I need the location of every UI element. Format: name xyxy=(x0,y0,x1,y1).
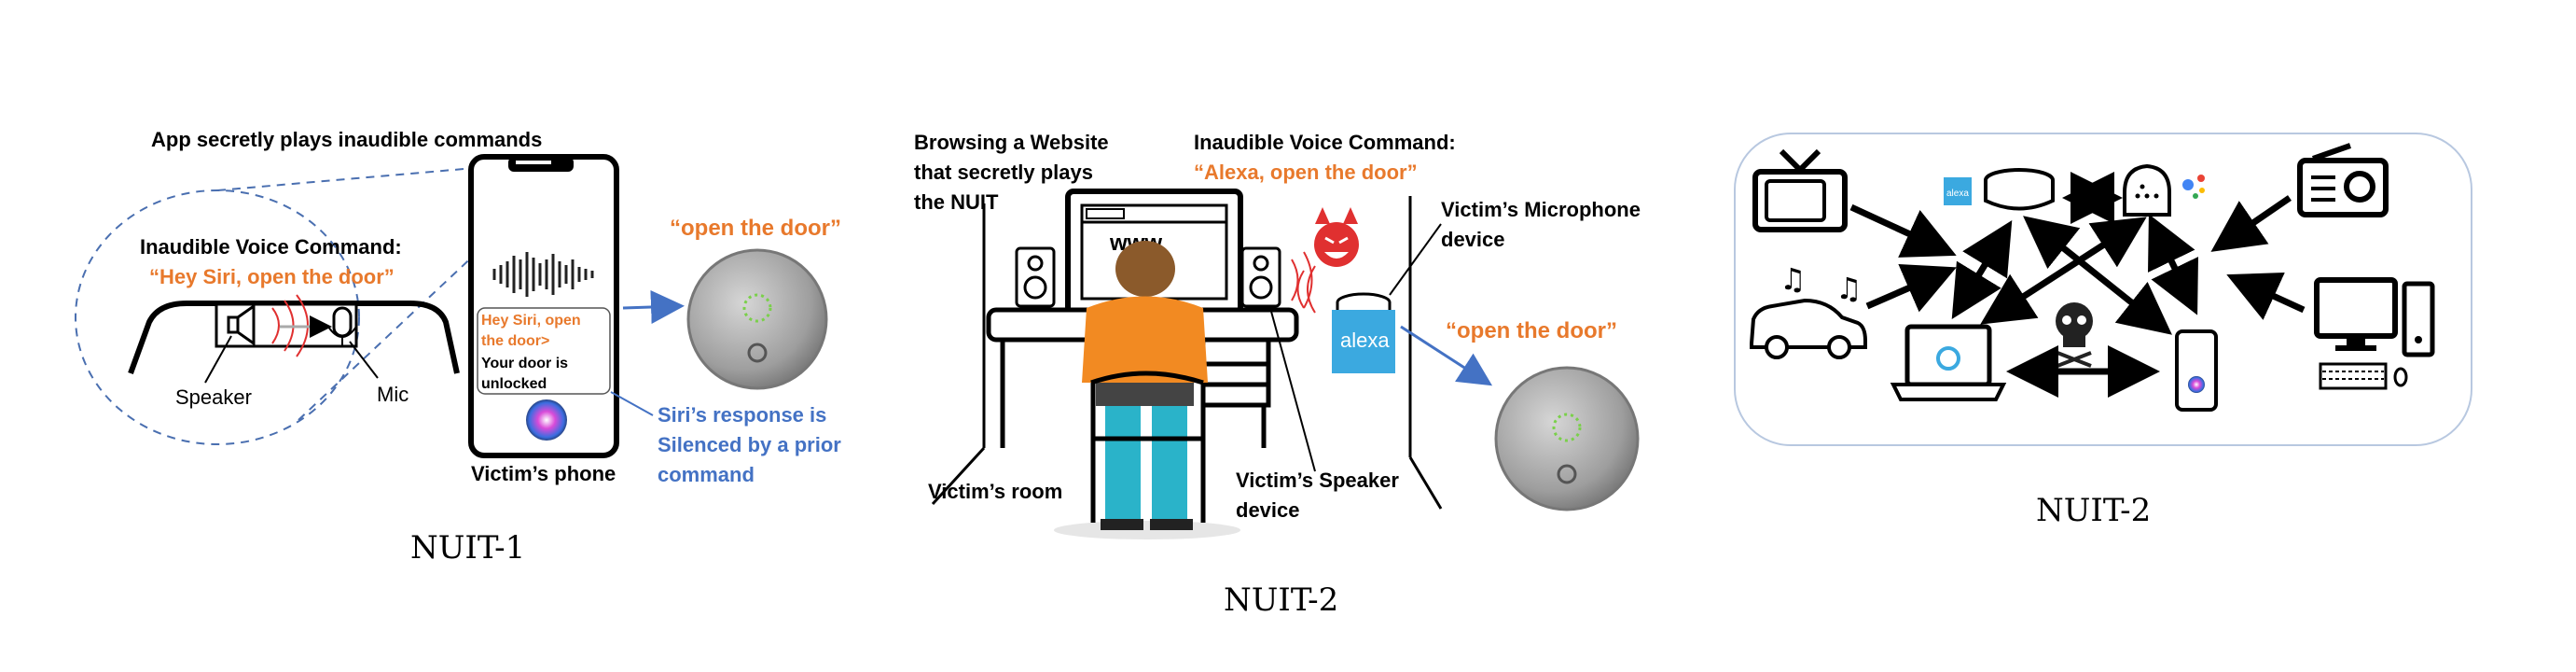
panel-nuit-2-room: Browsing a Website that secretly plays t… xyxy=(914,131,1646,619)
alexa-logo-text: alexa xyxy=(1340,329,1390,352)
sound-wave-1 xyxy=(271,307,280,344)
echo-dot-icon xyxy=(1984,168,2055,211)
alexa-badge-icon xyxy=(1944,177,1972,205)
car-to-hub-arrow xyxy=(1865,264,1957,313)
loudspeaker-icon xyxy=(1015,246,1056,308)
alexa-logo-icon xyxy=(1332,310,1395,373)
siri-note: Siri’s response is Silenced by a prior c… xyxy=(658,403,847,486)
radio-to-hub-arrow xyxy=(2210,195,2292,252)
microphone-icon xyxy=(327,306,357,347)
google-home-icon xyxy=(2123,163,2171,217)
audio-waveform xyxy=(492,252,594,297)
car-icon xyxy=(1750,298,1867,359)
mic-label: Mic xyxy=(377,383,409,406)
chat-request: Hey Siri, open the door> xyxy=(481,313,585,349)
panel2-lock-quote: “open the door” xyxy=(1446,318,1617,343)
laptop-icon xyxy=(1890,324,2007,401)
google-laptop-link xyxy=(1980,217,2147,325)
mic-device-pointer xyxy=(1389,223,1442,296)
panel-nuit-1: App secretly plays inaudible commands In… xyxy=(75,128,847,567)
tv-icon xyxy=(1752,148,1848,232)
smart-lock-icon xyxy=(686,248,828,390)
caption-nuit-2-network: NUIT-2 xyxy=(2036,492,2151,529)
google-phone-link xyxy=(2148,214,2198,315)
tv-to-hub-arrow xyxy=(1849,203,1957,258)
mic-pointer xyxy=(349,341,379,379)
speaker-device-label: Victim’s Speaker device xyxy=(1236,469,1405,522)
panel1-title: App secretly plays inaudible commands xyxy=(151,128,542,151)
panel-nuit-2-network: ♫ ♫ alexa xyxy=(1734,133,2472,529)
speaker-wave xyxy=(1291,259,1299,301)
siri-note-pointer xyxy=(610,391,654,416)
keyboard-icon xyxy=(2319,362,2408,390)
website-note: Browsing a Website that secretly plays t… xyxy=(914,131,1115,214)
siri-icon xyxy=(526,399,567,441)
alexa-to-lock-arrow xyxy=(1400,325,1493,386)
chat-response: Your door is unlocked xyxy=(481,356,573,392)
room-label: Victim’s room xyxy=(928,480,1062,503)
person-at-desk xyxy=(1054,241,1240,539)
alexa-badge-text: alexa xyxy=(1946,189,1969,199)
chat-bubble xyxy=(477,307,611,395)
speaker-label: Speaker xyxy=(175,385,252,409)
speaker-wave xyxy=(1303,251,1313,309)
panel1-command-text: “Hey Siri, open the door” xyxy=(149,265,395,288)
panel1-lock-quote: “open the door” xyxy=(670,216,841,241)
panel2-command-text: “Alexa, open the door” xyxy=(1194,161,1418,184)
speaker-icon xyxy=(227,303,256,346)
speaker-device-pointer xyxy=(1269,307,1316,472)
music-note-icon: ♫ xyxy=(1835,271,1863,306)
command-wave xyxy=(1307,265,1316,314)
panel2-command-heading: Inaudible Voice Command: xyxy=(1194,131,1456,154)
caption-nuit-2-room: NUIT-2 xyxy=(1224,581,1338,619)
zoom-line-bottom xyxy=(298,165,570,421)
smart-lock-icon xyxy=(1494,366,1640,511)
desktop-computer-icon xyxy=(2314,277,2435,357)
radio-icon xyxy=(2297,143,2389,217)
google-assistant-icon xyxy=(2182,175,2205,199)
music-note-icon: ♫ xyxy=(1780,261,1807,297)
network-arrows xyxy=(1849,172,2306,398)
devil-face-icon xyxy=(1314,207,1359,267)
speaker-pointer xyxy=(204,335,232,384)
smartphone-icon xyxy=(2175,329,2218,412)
caption-nuit-1: NUIT-1 xyxy=(410,529,525,567)
phone-to-lock-arrow xyxy=(622,290,685,324)
loudspeaker-icon xyxy=(1240,246,1281,308)
zoom-line-top xyxy=(216,163,519,191)
mic-device-label: Victim’s Microphone device xyxy=(1441,198,1646,251)
phone-label: Victim’s phone xyxy=(471,462,616,485)
panel1-command-heading: Inaudible Voice Command: xyxy=(140,235,402,259)
command-wave xyxy=(1296,270,1305,309)
desktop-to-hub-arrow xyxy=(2226,272,2306,320)
room-walls xyxy=(931,196,1443,510)
